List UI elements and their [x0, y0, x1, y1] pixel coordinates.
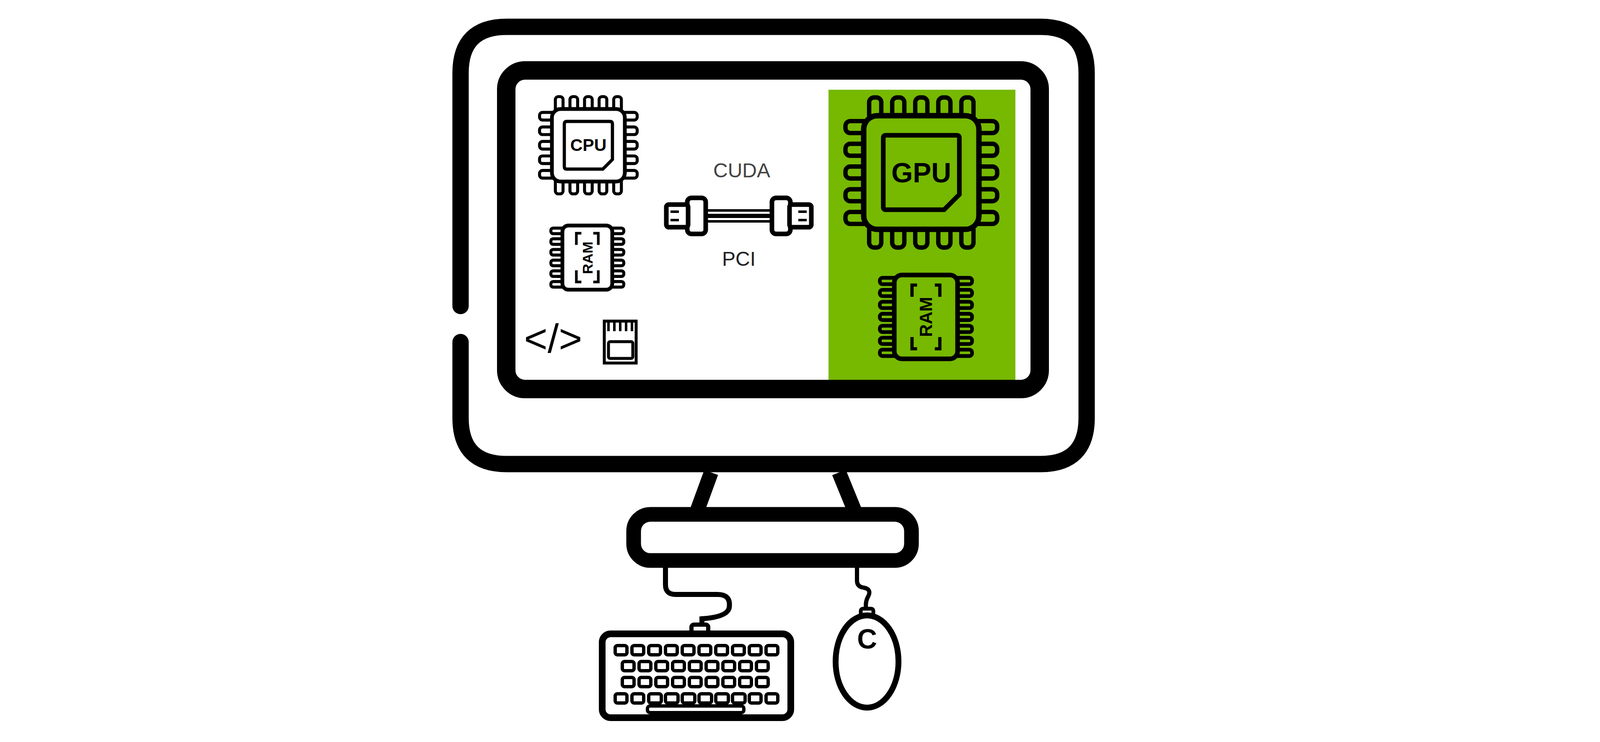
gpu-panel — [828, 89, 1016, 380]
key — [648, 645, 661, 655]
key — [706, 661, 718, 671]
key — [631, 693, 644, 703]
mouse-cable — [856, 567, 870, 612]
key — [655, 677, 668, 687]
key — [699, 645, 711, 655]
ram-bracket — [911, 284, 940, 349]
chip-die — [883, 135, 960, 210]
key — [672, 661, 685, 671]
key — [766, 645, 778, 655]
chip-body — [894, 274, 958, 359]
memory-chip: RAM — [548, 212, 626, 303]
key — [639, 661, 651, 671]
processor-chip: GPU — [842, 94, 1000, 251]
chip-body — [551, 108, 625, 182]
chip-label: GPU — [891, 158, 952, 187]
key — [699, 693, 712, 703]
key — [722, 661, 735, 671]
key — [622, 661, 635, 671]
keyboard-cable — [665, 567, 730, 629]
chip-die — [564, 121, 613, 170]
key — [615, 645, 627, 655]
key — [766, 693, 778, 703]
sd-pin — [613, 321, 616, 332]
chip-body — [863, 115, 979, 230]
key — [756, 677, 769, 687]
sd-card-icon — [604, 321, 637, 363]
key — [689, 661, 702, 671]
key — [706, 677, 718, 687]
sd-pin — [630, 321, 634, 332]
key — [739, 661, 752, 671]
keyboard — [602, 633, 791, 718]
chip-label: RAM — [917, 296, 935, 337]
key — [722, 677, 735, 687]
keyboard-keys — [615, 645, 778, 713]
code-icon: </> — [524, 318, 583, 359]
key — [732, 645, 745, 655]
key — [739, 677, 752, 687]
key — [648, 693, 662, 703]
pci-cable — [666, 197, 812, 234]
bus-label: PCI — [722, 248, 756, 270]
key — [615, 693, 627, 703]
key — [715, 693, 729, 703]
key — [665, 693, 679, 703]
key — [715, 645, 728, 655]
key — [732, 693, 746, 703]
sd-pin — [607, 321, 610, 332]
monitor-neck — [696, 472, 855, 512]
mouse — [835, 615, 899, 708]
key — [672, 677, 685, 687]
memory-chip: RAM — [877, 258, 975, 376]
chip-label: CPU — [570, 136, 607, 154]
monitor-base — [633, 514, 912, 561]
key — [665, 645, 678, 655]
key — [756, 661, 769, 671]
key — [689, 677, 702, 687]
monitor-screen — [506, 70, 1040, 389]
key — [631, 645, 644, 655]
sd-pin — [618, 321, 622, 332]
key — [749, 645, 762, 655]
key — [622, 677, 635, 687]
processor-chip: CPU — [537, 94, 640, 196]
key — [749, 693, 762, 703]
interface-label: CUDA — [713, 160, 771, 181]
mouse-letter: C — [856, 624, 878, 653]
key — [655, 661, 668, 671]
ram-bracket — [576, 233, 599, 282]
chip-body — [562, 225, 613, 290]
key — [639, 677, 651, 687]
sd-pin — [624, 321, 628, 332]
key — [682, 693, 695, 703]
monitor-frame — [460, 26, 1087, 464]
chip-label: RAM — [580, 241, 595, 274]
space-key — [647, 705, 744, 713]
key — [682, 645, 694, 655]
